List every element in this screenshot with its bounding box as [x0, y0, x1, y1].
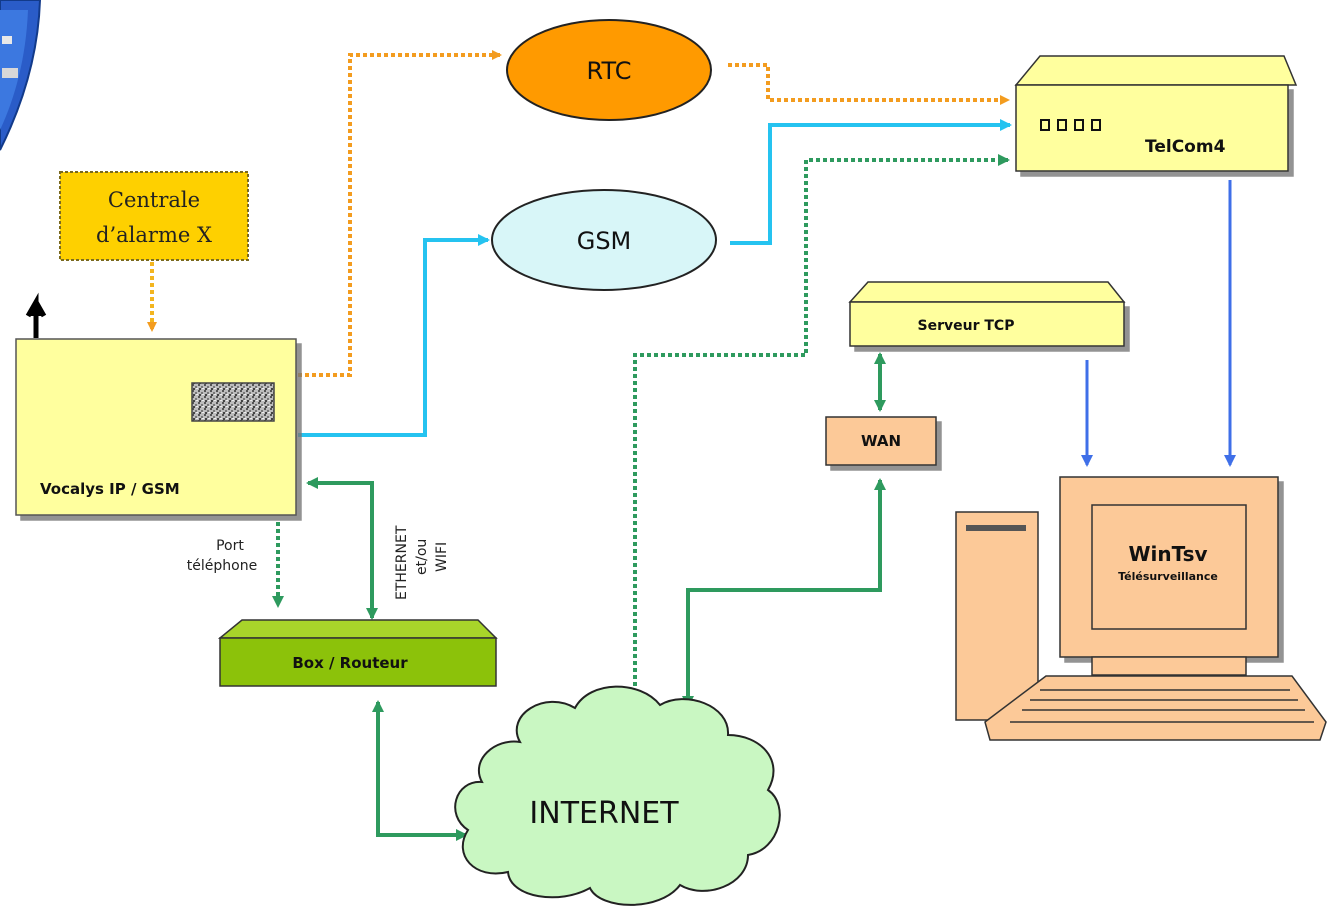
eth-line3: WIFI	[434, 542, 450, 572]
port-label-line1: Port	[216, 538, 244, 554]
eth-line2: et/ou	[414, 539, 430, 575]
serveur-node: Serveur TCP	[848, 281, 1126, 347]
wan-internet-link	[682, 478, 886, 708]
vocalys-label: Vocalys IP / GSM	[40, 480, 180, 498]
rtc-node: RTC	[506, 19, 712, 121]
centrale-node: Centrale d’alarme X	[59, 171, 249, 261]
vocalys-node: Vocalys IP / GSM	[15, 292, 297, 516]
internet-node: INTERNET	[454, 685, 781, 906]
box-internet-link	[372, 700, 468, 841]
wintsv-label: WinTsv	[1128, 542, 1207, 566]
box-label: Box / Routeur	[292, 654, 408, 672]
pc-tower	[955, 511, 1039, 721]
gsm-link-telcom	[730, 119, 1012, 245]
serveur-label: Serveur TCP	[918, 318, 1015, 334]
pc-screen	[1091, 504, 1247, 630]
telcom-node: TelCom4	[1014, 55, 1298, 172]
centrale-line2: d’alarme X	[96, 223, 212, 247]
rtc-label: RTC	[587, 57, 632, 85]
gsm-link-vocalys	[298, 234, 490, 437]
telcom-label: TelCom4	[1145, 137, 1226, 157]
box-node: Box / Routeur	[217, 619, 498, 687]
internet-link-telcom	[633, 154, 1010, 700]
wan-label: WAN	[861, 432, 901, 450]
wan-node: WAN	[825, 416, 937, 466]
internet-label: INTERNET	[529, 796, 679, 831]
eth-line1: ETHERNET	[394, 525, 410, 600]
gsm-node: GSM	[491, 189, 717, 291]
vocalys-display	[191, 382, 275, 422]
rtc-link-telcom	[728, 63, 1010, 105]
logo	[0, 0, 42, 151]
wintsv-sub-label: Télésurveillance	[1118, 570, 1218, 583]
gsm-label: GSM	[577, 227, 632, 255]
computer-node: WinTsv Télésurveillance	[955, 476, 1327, 741]
rtc-link-vocalys	[298, 50, 502, 377]
port-label-line2: téléphone	[187, 558, 257, 574]
centrale-line1: Centrale	[108, 188, 200, 212]
pc-keyboard	[984, 675, 1327, 741]
ethernet-label: ETHERNET et/ou WIFI	[394, 525, 450, 600]
telcom-leds	[1040, 119, 1101, 131]
ethernet-link	[306, 477, 378, 620]
